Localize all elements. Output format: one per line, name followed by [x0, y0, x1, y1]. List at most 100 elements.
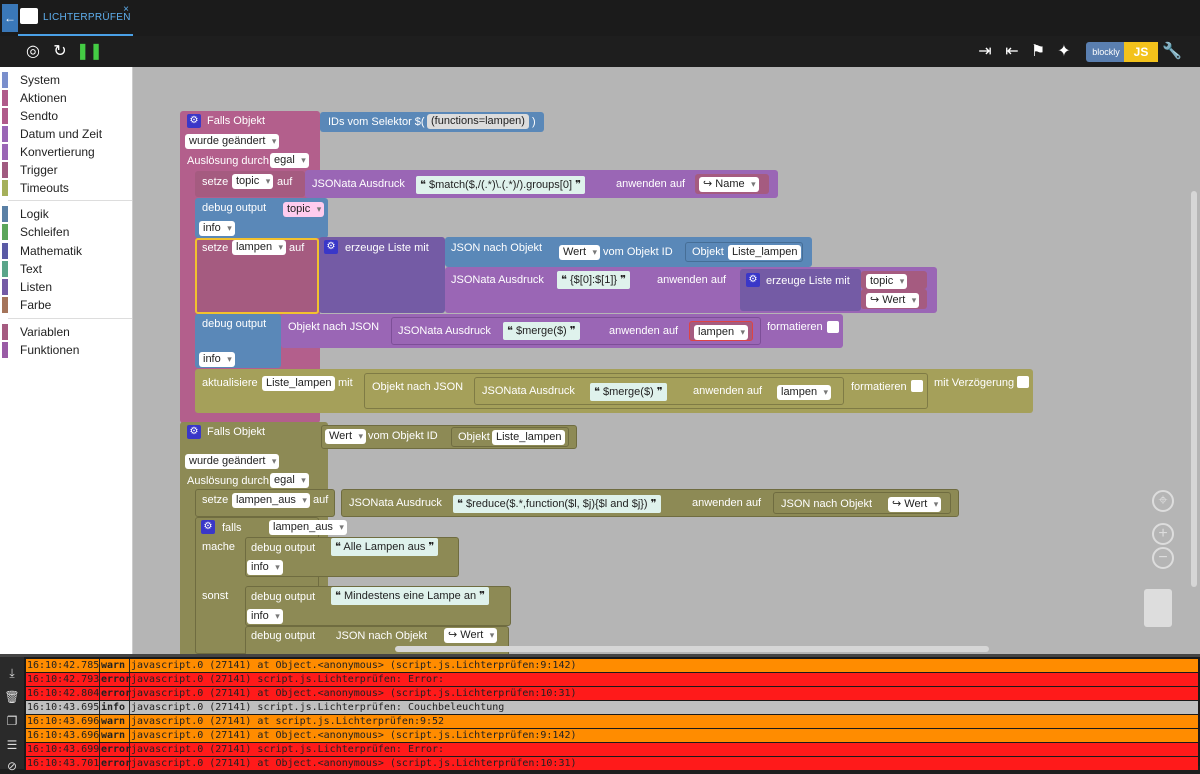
variable-dropdown[interactable]: topic: [232, 174, 274, 189]
json-label: JSON nach Objekt: [781, 498, 873, 510]
anwenden-label: anwenden auf: [657, 274, 727, 286]
wert-dropdown[interactable]: Wert: [325, 429, 367, 444]
trash-icon[interactable]: [1144, 589, 1172, 627]
category-system[interactable]: System: [0, 71, 133, 89]
category-label: Variablen: [20, 325, 70, 339]
zoom-in-icon[interactable]: +: [1152, 523, 1174, 545]
format-checkbox[interactable]: [827, 321, 839, 333]
selector-field[interactable]: (functions=lampen): [427, 114, 529, 129]
trigger-dropdown[interactable]: egal: [270, 153, 309, 168]
filter-icon[interactable]: ☰: [6, 738, 18, 752]
name-dropdown[interactable]: ↪ Name: [699, 177, 759, 192]
blockly-workspace[interactable]: ⚙ Falls Objekt IDs vom Selektor $( (func…: [133, 67, 1200, 654]
jsonata-expression[interactable]: ❝ $reduce($.*,function($l, $j){$l and $j…: [453, 495, 661, 513]
recenter-icon[interactable]: ⌖: [1152, 490, 1174, 512]
category-trigger[interactable]: Trigger: [0, 161, 133, 179]
topic-dropdown[interactable]: topic: [866, 274, 908, 289]
category-text[interactable]: Text: [0, 260, 133, 278]
wert-dropdown[interactable]: Wert: [559, 245, 601, 260]
category-farbe[interactable]: Farbe: [0, 296, 133, 314]
sparkle-icon[interactable]: ✦: [1057, 43, 1071, 60]
format-checkbox[interactable]: [911, 380, 923, 392]
category-aktionen[interactable]: Aktionen: [0, 89, 133, 107]
category-datum-zeit[interactable]: Datum und Zeit: [0, 125, 133, 143]
category-label: Trigger: [20, 163, 58, 177]
level-dropdown[interactable]: info: [247, 609, 283, 624]
jsonata-expression[interactable]: ❝ {$[0]:$[1]} ❞: [557, 271, 631, 289]
category-label: Aktionen: [20, 91, 67, 105]
create-list-block-2[interactable]: [740, 269, 861, 311]
wert-dropdown[interactable]: ↪ Wert: [888, 497, 942, 512]
scroll-down-icon[interactable]: ⤓: [9, 666, 15, 680]
quote-open-icon: ❝: [420, 179, 426, 191]
category-timeouts[interactable]: Timeouts: [0, 179, 133, 197]
category-mathematik[interactable]: Mathematik: [0, 242, 133, 260]
gear-icon[interactable]: ⚙: [746, 273, 760, 287]
category-logik[interactable]: Logik: [0, 205, 133, 223]
lampen-dropdown[interactable]: lampen: [777, 385, 832, 400]
variable-dropdown[interactable]: lampen: [232, 240, 287, 255]
lampen-dropdown[interactable]: lampen: [694, 325, 749, 340]
zoom-out-icon[interactable]: −: [1152, 547, 1174, 569]
wert-dropdown[interactable]: ↪ Wert: [444, 628, 498, 643]
change-dropdown[interactable]: wurde geändert: [185, 454, 280, 469]
level-dropdown[interactable]: info: [247, 560, 283, 575]
refresh-icon[interactable]: ↻: [53, 43, 67, 60]
category-schleifen[interactable]: Schleifen: [0, 223, 133, 241]
export-icon[interactable]: ⇥: [978, 43, 992, 60]
close-icon[interactable]: ×: [123, 4, 129, 15]
gear-icon[interactable]: ⚙: [187, 425, 201, 439]
quote-close-icon: ❞: [575, 179, 582, 191]
auf-label: auf: [277, 176, 293, 188]
pause-icon[interactable]: ❚❚: [76, 43, 103, 60]
jsonata-label: JSONata Ausdruck: [312, 178, 405, 190]
jsonata-expression[interactable]: ❝ $merge($) ❞: [590, 383, 667, 401]
category-listen[interactable]: Listen: [0, 278, 133, 296]
copy-icon[interactable]: ❐: [6, 714, 18, 728]
level-dropdown[interactable]: info: [199, 221, 235, 236]
back-arrow-icon[interactable]: ←: [2, 4, 18, 32]
update-field[interactable]: Liste_lampen: [262, 376, 336, 391]
log-level: warn: [100, 729, 130, 742]
object-id-field[interactable]: Liste_lampen: [728, 245, 802, 260]
horizontal-scrollbar[interactable]: [395, 646, 989, 652]
level-dropdown[interactable]: info: [199, 352, 235, 367]
arrow-icon: ↪: [870, 294, 880, 306]
anwenden-label: anwenden auf: [692, 497, 762, 509]
change-dropdown[interactable]: wurde geändert: [185, 134, 280, 149]
topic-dropdown[interactable]: topic: [283, 202, 325, 217]
import-icon[interactable]: ⇤: [1005, 43, 1019, 60]
debug-text[interactable]: ❝ Alle Lampen aus ❞: [331, 538, 439, 556]
create-list-block[interactable]: [319, 237, 445, 313]
blockly-js-toggle[interactable]: blockly JS: [1086, 42, 1158, 62]
selector-label: IDs vom Selektor $(: [328, 116, 425, 128]
gear-icon[interactable]: ⚙: [187, 114, 201, 128]
jsonata-expression[interactable]: ❝ $merge($) ❞: [503, 322, 580, 340]
object-id-field[interactable]: Liste_lampen: [492, 430, 566, 445]
jsonata-expression[interactable]: ❝ $match($,/(.*)\.(.*)/).groups[0] ❞: [416, 176, 586, 194]
object-json-label: Objekt nach JSON: [372, 381, 464, 393]
checkered-flag-icon[interactable]: ⚑: [1030, 43, 1046, 60]
condition-dropdown[interactable]: lampen_aus: [269, 520, 347, 535]
category-funktionen[interactable]: Funktionen: [0, 341, 133, 359]
hide-icon[interactable]: ⊘: [6, 759, 18, 773]
category-variablen[interactable]: Variablen: [0, 323, 133, 341]
gear-icon[interactable]: ⚙: [201, 520, 215, 534]
log-time: 16:10:43.696: [27, 715, 100, 728]
gear-icon[interactable]: ⚙: [324, 240, 338, 254]
wrench-icon[interactable]: 🔧: [1162, 43, 1182, 60]
target-icon[interactable]: ◎: [26, 43, 40, 60]
vertical-scrollbar[interactable]: [1191, 191, 1197, 587]
tab-script[interactable]: LICHTERPRÜFEN ×: [18, 0, 133, 36]
category-konvertierung[interactable]: Konvertierung: [0, 143, 133, 161]
category-sendto[interactable]: Sendto: [0, 107, 133, 125]
wert-dropdown[interactable]: ↪ Wert: [866, 293, 920, 308]
category-color-mark: [2, 180, 8, 196]
clear-log-icon[interactable]: 🗑: [4, 690, 20, 704]
debug-text[interactable]: ❝ Mindestens eine Lampe an ❞: [331, 587, 490, 605]
variable-dropdown[interactable]: lampen_aus: [232, 493, 310, 508]
delay-checkbox[interactable]: [1017, 376, 1029, 388]
setze-label: setze: [202, 176, 229, 188]
trigger-dropdown[interactable]: egal: [270, 473, 309, 488]
